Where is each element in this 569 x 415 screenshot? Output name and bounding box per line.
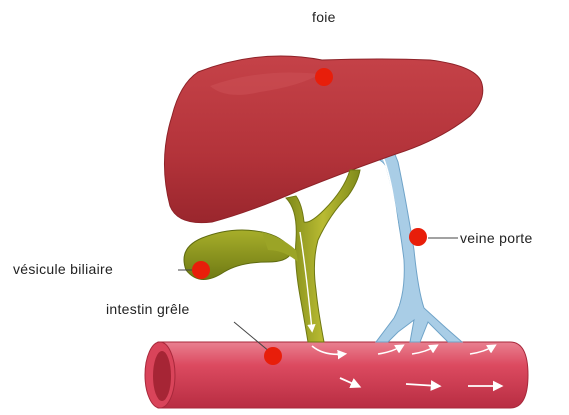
marker-intestine (264, 347, 282, 365)
bile-ducts (286, 170, 360, 342)
label-gallbladder: vésicule biliaire (13, 261, 113, 277)
label-liver: foie (312, 9, 336, 25)
common-bile-duct (286, 170, 360, 342)
label-portal-vein: veine porte (460, 230, 533, 246)
intestine-body (158, 342, 528, 408)
marker-gallbladder (192, 261, 210, 279)
marker-portal-vein (409, 228, 427, 246)
intestine-lumen (153, 351, 171, 401)
marker-liver (315, 68, 333, 86)
label-small-intestine: intestin grêle (106, 301, 190, 317)
small-intestine (145, 342, 528, 408)
